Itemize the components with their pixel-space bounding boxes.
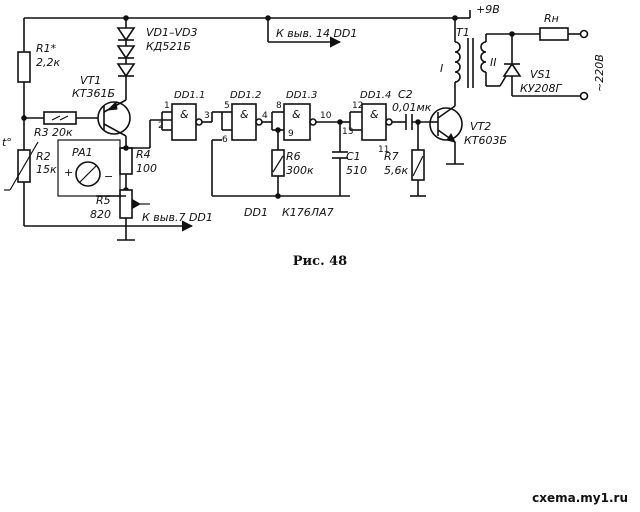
t-symbol: t° [2,136,12,149]
vt2-label: VT2 [470,120,491,133]
pin7-label: К выв.7 DD1 [142,211,213,224]
dd14-pin13: 13 [342,127,353,137]
transistor-vt2 [429,88,464,165]
pa1-plus: + [64,166,73,179]
supply-rail [24,10,471,21]
dd1-label: DD1 [244,206,268,219]
dd1-type: К176ЛА7 [282,206,334,219]
dd11-pin2: 2 [158,121,164,131]
r5-label: R5 [96,194,111,207]
diode-chain-vd1-vd3 [116,18,136,92]
vs1-type: КУ208Г [520,82,563,95]
dd11-and: & [180,108,189,121]
vd-label: VD1–VD3 [146,26,198,39]
dd12-label: DD1.2 [230,90,261,101]
dd12-pin4: 4 [262,111,268,121]
dd11-pin1: 1 [164,101,170,111]
dd14-and: & [370,108,379,121]
dd11-pin3: 3 [204,111,210,121]
t1-label: T1 [456,26,470,39]
dd13-label: DD1.3 [286,90,317,101]
mains-terminals [579,29,589,101]
r1-value: 2,2к [36,56,60,69]
winding-ii: II [490,56,497,69]
resistor-r4 [119,147,133,175]
dd13-pin9: 9 [288,129,294,139]
c1-label: C1 [346,150,361,163]
vt1-label: VT1 [80,74,101,87]
capacitor-c2 [400,114,430,130]
gate-dd1-2 [231,103,272,141]
winding-i: I [440,62,443,75]
dd12-and: & [240,108,249,121]
r2-label: R2 [36,150,51,163]
resistor-r6-branch [211,127,350,199]
dd12-pin5: 5 [224,101,230,111]
c2-label: C2 [398,88,413,101]
dd14-pin11: 11 [378,145,389,155]
r5-value: 820 [90,208,111,221]
pin14-label: К выв. 14 DD1 [276,27,357,40]
dd13-and: & [292,108,301,121]
circuit-schematic: +9В R1* 2,2к t° R2 15к R3 20к VT1 КТ361Б [2,3,606,241]
dd13-pin10: 10 [320,111,332,121]
rn-label: Rн [544,12,559,25]
dd13-pin8: 8 [276,101,282,111]
meter-branch [57,139,150,241]
resistor-r1 [17,51,31,83]
vt2-type: КТ603Б [464,134,507,147]
dd14-pin12: 12 [352,101,363,111]
vs1-label: VS1 [530,68,552,81]
gate-dd1-4 [361,103,400,141]
r7-label: R7 [384,150,399,163]
site-watermark: cxema.my1.ru [528,490,632,506]
thyristor-circuit [486,27,580,97]
mains-label: ~220В [593,54,606,92]
r3-branch [24,111,100,125]
r1-label: R1* [36,42,57,55]
c2-value: 0,01мк [392,101,432,114]
c1-value: 510 [346,164,367,177]
r7-value: 5,6к [384,164,408,177]
dd12-pin6: 6 [222,135,228,145]
gate-dd1-1 [161,103,212,141]
left-divider [4,18,126,227]
resistor-r5 [119,189,133,219]
pa1-label: PA1 [72,146,93,159]
r6-value: 300к [286,164,314,177]
vt1-type: КТ361Б [72,87,115,100]
r3-label: R3 [34,126,49,139]
r2-value: 15к [36,163,57,176]
transformer-t1 [454,18,487,88]
dd14-label: DD1.4 [360,90,391,101]
dd11-label: DD1.1 [174,90,205,101]
r3-value: 20к [52,126,73,139]
gate-dd1-3 [283,103,340,141]
resistor-r7-branch [410,122,426,197]
r4-value: 100 [136,162,157,175]
r4-label: R4 [136,148,151,161]
resistor-rn [539,27,569,41]
supply-label: +9В [476,3,500,16]
r6-label: R6 [286,150,301,163]
vd-type: КД521Б [146,40,191,53]
figure-caption: Рис. 48 [292,254,348,269]
resistor-r3 [43,111,77,125]
pa1-minus: − [104,170,113,183]
